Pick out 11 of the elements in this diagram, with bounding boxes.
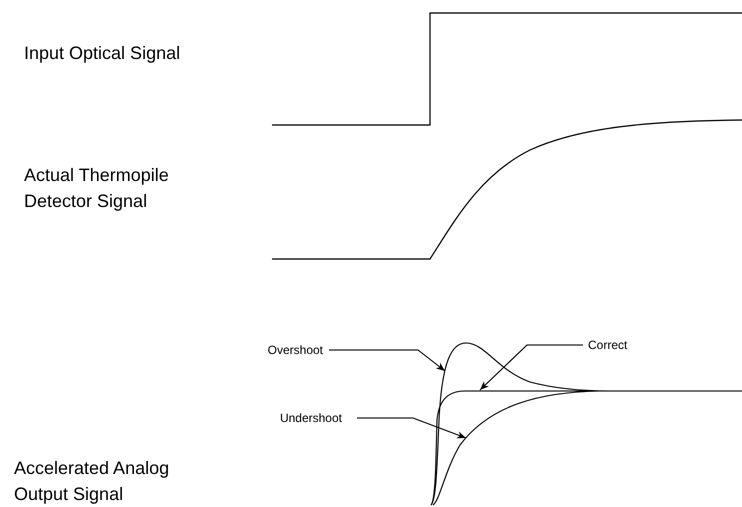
signal-label: Accelerated Analog Output Signal: [14, 457, 170, 506]
signal-label: Input Optical Signal: [24, 42, 182, 65]
signal-curve: [432, 390, 600, 506]
signal-curve: [430, 390, 742, 506]
leader-line: [480, 344, 583, 390]
leader-line: [329, 349, 446, 372]
callout-text: Correct: [588, 336, 628, 354]
leader-line: [357, 417, 466, 439]
callout-text: Undershoot: [280, 409, 342, 427]
signal-label: Actual Thermopile Detector Signal: [24, 164, 170, 213]
callout-text: Overshoot: [268, 341, 323, 359]
